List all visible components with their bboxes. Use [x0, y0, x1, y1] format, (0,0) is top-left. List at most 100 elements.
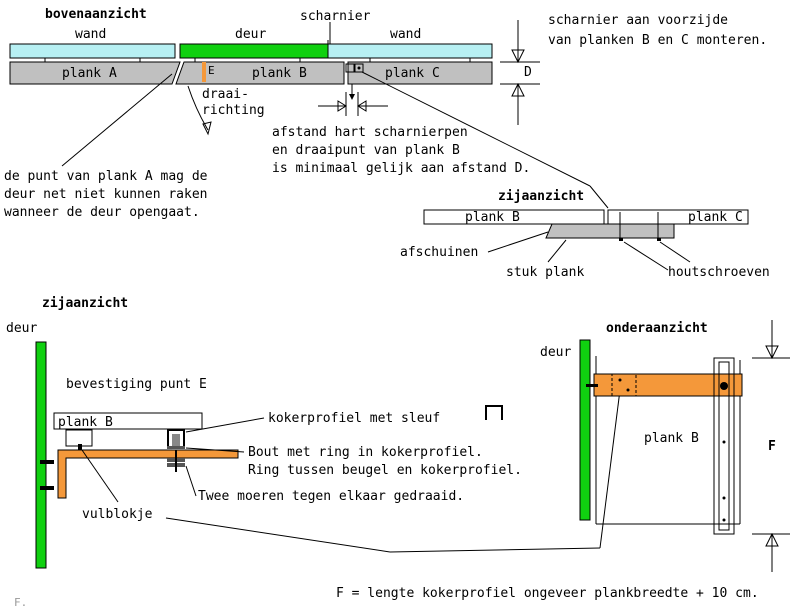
dim-d-arrow-top-head	[511, 49, 525, 64]
dim-f-arrow-bottom-head	[765, 532, 779, 547]
afstand-left-head	[337, 100, 347, 112]
bout-line-1: Bout met ring in kokerprofiel.	[248, 445, 483, 460]
zoom-line-bottom-2	[389, 547, 601, 553]
door-side	[35, 341, 47, 569]
bracket-bottom	[593, 373, 743, 397]
label-draai: draai-	[202, 87, 249, 102]
plank-b	[175, 61, 345, 85]
side-large-deur: deur	[6, 321, 37, 336]
bracket-mount-area	[611, 373, 637, 397]
bolt-ring	[167, 446, 185, 449]
side-label-plank-b: plank B	[465, 210, 520, 225]
bracket-screw	[78, 444, 82, 450]
koker-bottom	[713, 357, 735, 535]
hinge-box-2	[354, 63, 364, 73]
wall-right	[327, 43, 493, 59]
bracket-orange	[57, 449, 239, 499]
label-afschuinen: afschuinen	[400, 245, 478, 260]
screw-door-2	[40, 486, 54, 490]
slot-profile-icon	[485, 405, 503, 420]
bottom-screw	[586, 384, 598, 387]
note-line-1: scharnier aan voorzijde	[548, 13, 728, 28]
hinge-pin	[357, 66, 361, 70]
koker-leader	[185, 417, 265, 433]
punt-leader	[61, 73, 173, 167]
afschuinen-leader	[487, 231, 549, 253]
side-label-plank-c: plank C	[688, 210, 743, 225]
dim-f-arrow-top-head	[765, 345, 779, 360]
swing-arc	[187, 85, 209, 131]
footer-corner: F.	[14, 596, 27, 609]
label-dim-d: D	[524, 65, 532, 80]
plank-c	[347, 61, 493, 85]
bottom-view-deur: deur	[540, 345, 571, 360]
punt-line-1: de punt van plank A mag de	[4, 169, 208, 184]
vulblokje-block	[65, 429, 93, 447]
label-kokerprofiel: kokerprofiel met sleuf	[268, 411, 440, 426]
mount-dot-2	[626, 388, 630, 392]
vulblokje-leader	[81, 449, 119, 503]
zoom-line-bottom	[165, 517, 391, 553]
punt-line-3: wanneer de deur opengaat.	[4, 205, 200, 220]
plank-b-side	[53, 412, 203, 430]
side-small-title: zijaanzicht	[498, 189, 584, 204]
bout-line-2: Ring tussen beugel en kokerprofiel.	[248, 463, 522, 478]
koker-slot	[718, 361, 730, 531]
label-stuk-plank: stuk plank	[506, 265, 584, 280]
afstand-right-head	[357, 100, 367, 112]
side-plank-c	[607, 209, 749, 225]
screw-2-head	[657, 238, 661, 241]
zoom-line-top	[361, 71, 591, 187]
footer-formula: F = lengte kokerprofiel ongeveer plankbr…	[336, 586, 759, 601]
label-plank-a: plank A	[62, 66, 117, 81]
label-point-e: E	[208, 64, 215, 77]
screw-door-1	[40, 460, 54, 464]
label-plank-c: plank C	[385, 66, 440, 81]
afstand-line-1: afstand hart scharnierpen	[272, 125, 468, 140]
label-deur: deur	[235, 27, 266, 42]
punt-line-2: deur net niet kunnen raken	[4, 187, 208, 202]
label-plank-b-side: plank B	[58, 415, 113, 430]
bout-leader	[185, 447, 245, 453]
label-wand-left: wand	[75, 27, 106, 42]
swing-arrow	[202, 121, 212, 136]
label-vulblokje: vulblokje	[82, 507, 153, 522]
label-dim-f: F	[768, 439, 776, 454]
afstand-line-2: en draaipunt van plank B	[272, 143, 460, 158]
screw-leader-1	[623, 241, 669, 271]
door-bottom	[579, 339, 591, 521]
bolt-head	[172, 434, 180, 450]
moeren-leader	[185, 465, 197, 497]
bottom-view-title: onderaanzicht	[606, 321, 708, 336]
koker-dot-1	[722, 440, 726, 444]
stuk-plank-leader	[547, 239, 567, 263]
plank-a	[9, 61, 181, 85]
label-houtschroeven: houtschroeven	[668, 265, 770, 280]
dim-d-arrow-bottom-head	[511, 82, 525, 97]
side-plank-b	[423, 209, 605, 225]
label-scharnier: scharnier	[300, 9, 371, 24]
side-large-title: zijaanzicht	[42, 296, 128, 311]
screw-1-head	[619, 238, 623, 241]
koker-dot-2	[722, 496, 726, 500]
point-e-bar	[202, 62, 206, 82]
koker-dot-3	[722, 518, 726, 522]
top-view-title: bovenaanzicht	[45, 7, 147, 22]
door-top	[179, 43, 329, 59]
wall-left	[9, 43, 176, 59]
label-moeren: Twee moeren tegen elkaar gedraaid.	[198, 489, 464, 504]
screw-leader-2	[659, 241, 691, 263]
wall-ticks	[44, 58, 471, 62]
mount-dot-1	[618, 378, 622, 382]
side-stuk-plank	[545, 223, 675, 239]
hinge-box-1	[345, 63, 355, 73]
note-line-2: van planken B en C monteren.	[548, 33, 767, 48]
label-bevestiging: bevestiging punt E	[66, 377, 207, 392]
bolt-dot	[720, 382, 728, 390]
zoom-line-top-2	[589, 185, 609, 209]
label-wand-right: wand	[390, 27, 421, 42]
label-plank-b-bottom: plank B	[644, 431, 699, 446]
label-plank-b: plank B	[252, 66, 307, 81]
